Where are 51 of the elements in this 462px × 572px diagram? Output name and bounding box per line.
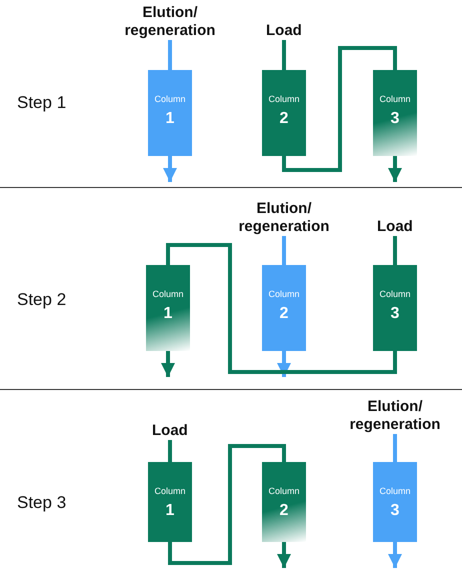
stage-label: Elution/ regeneration xyxy=(228,200,340,236)
step-label: Step 1 xyxy=(17,93,66,113)
flow-line xyxy=(168,40,172,70)
column-label: Column xyxy=(268,94,300,104)
flow-line xyxy=(282,236,286,265)
column-label: Column xyxy=(154,94,186,104)
flow-line xyxy=(282,40,286,70)
column-label: Column xyxy=(379,94,410,104)
column-number: 3 xyxy=(390,110,400,128)
step-label: Step 3 xyxy=(17,493,66,513)
column-block xyxy=(146,265,190,351)
column-label: Column xyxy=(268,486,300,496)
column-number: 1 xyxy=(164,305,172,323)
column-block xyxy=(148,70,192,156)
column-number: 2 xyxy=(280,110,288,128)
flow-arrow xyxy=(277,542,291,568)
column-number: 2 xyxy=(280,305,288,323)
flow-line xyxy=(282,46,397,172)
column-number: 1 xyxy=(166,110,174,128)
stage-label: Load xyxy=(377,218,413,236)
step-label: Step 2 xyxy=(17,290,66,310)
stage-label: Load xyxy=(152,422,188,440)
column-label: Column xyxy=(154,486,186,496)
column-block xyxy=(373,462,417,542)
flow-arrow xyxy=(277,351,291,377)
column-block xyxy=(262,462,306,542)
column-label: Column xyxy=(152,289,184,299)
flow-line xyxy=(393,236,397,265)
column-block xyxy=(373,265,417,351)
column-block xyxy=(262,70,306,156)
column-label: Column xyxy=(379,486,410,496)
column-number: 2 xyxy=(280,502,288,520)
stage-label: Elution/ regeneration xyxy=(339,398,451,434)
flow-arrow xyxy=(388,542,402,568)
stage-label: Load xyxy=(266,22,302,40)
stage-label: Elution/ regeneration xyxy=(114,4,226,40)
flow-line xyxy=(166,243,397,374)
column-block xyxy=(148,462,192,542)
flow-line xyxy=(168,444,286,565)
column-number: 3 xyxy=(390,305,400,323)
flow-arrow xyxy=(163,156,177,182)
column-label: Column xyxy=(379,289,410,299)
column-number: 1 xyxy=(166,502,174,520)
flow-arrow xyxy=(388,156,402,182)
flow-line xyxy=(168,440,172,462)
flow-line xyxy=(393,434,397,462)
flow-arrow xyxy=(161,351,175,377)
column-label: Column xyxy=(268,289,300,299)
column-number: 3 xyxy=(390,502,400,520)
column-block xyxy=(262,265,306,351)
column-block xyxy=(373,70,417,156)
